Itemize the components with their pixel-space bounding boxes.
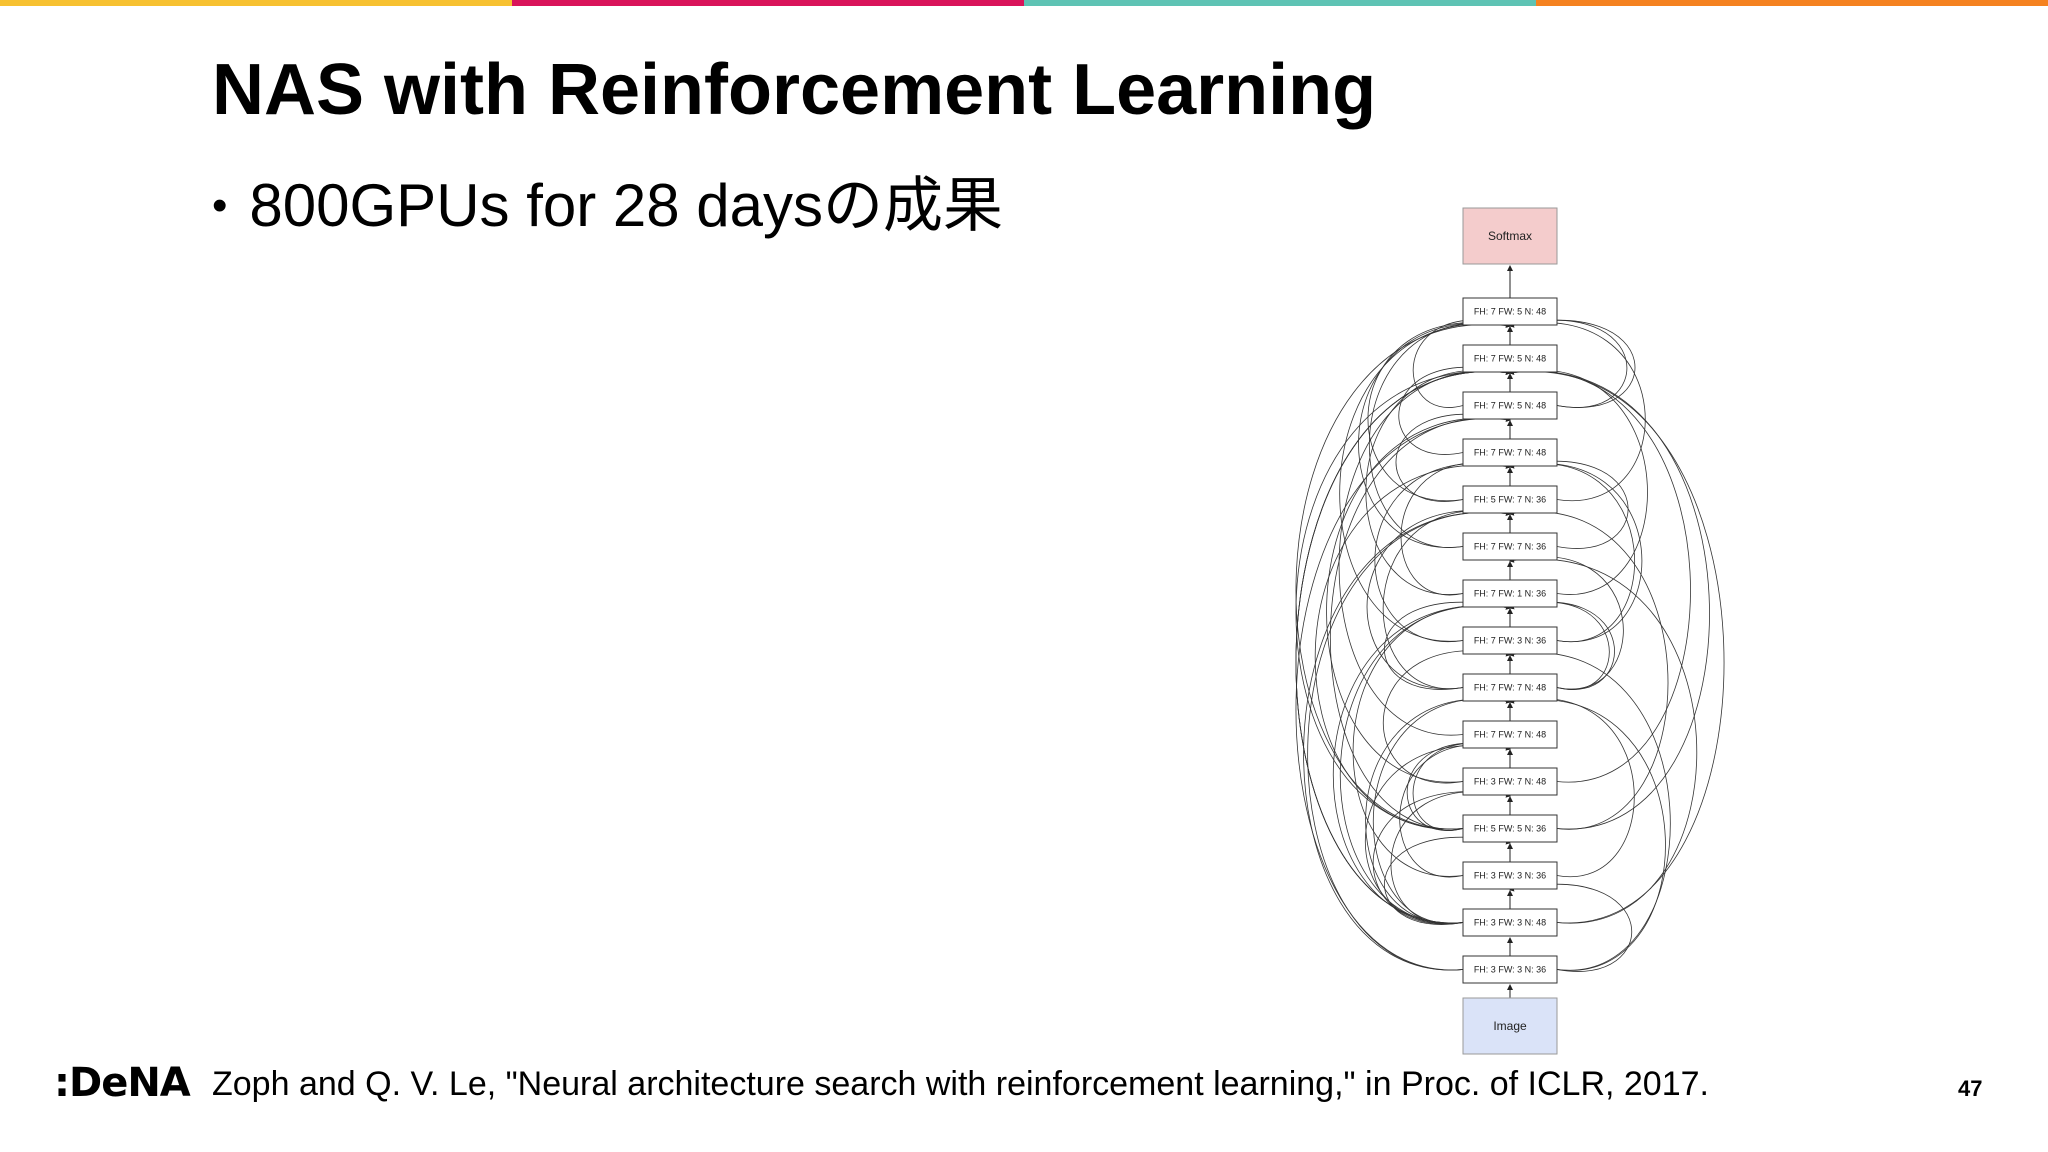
softmax-node	[1462, 207, 1558, 265]
skip-connection-curve	[1400, 462, 1511, 596]
skip-connection-curve	[1314, 464, 1511, 830]
skip-connection-curve	[1372, 791, 1511, 925]
layer-node	[1462, 673, 1558, 702]
layer-label: FH: 7 FW: 7 N: 48	[1474, 683, 1546, 693]
layer-label: FH: 3 FW: 3 N: 36	[1474, 871, 1546, 881]
skip-connection-curve	[1307, 511, 1511, 971]
skip-connection-curve	[1384, 837, 1511, 925]
citation: Zoph and Q. V. Le, "Neural architecture …	[212, 1065, 1709, 1103]
skip-connection-curve	[1384, 602, 1511, 690]
skip-connection-curve	[1509, 558, 1698, 924]
layer-node	[1462, 955, 1558, 984]
top-bar-segment-magenta	[512, 0, 1024, 6]
skip-connection-curve	[1382, 510, 1511, 690]
bullet-text: 800GPUs for 28 daysの成果	[249, 172, 1004, 239]
skip-connection-curve	[1332, 605, 1511, 924]
skip-connection-curve	[1339, 323, 1511, 642]
image-node	[1462, 997, 1558, 1055]
layer-node	[1462, 532, 1558, 561]
page-number: 47	[1958, 1076, 1983, 1101]
skip-connection-curve	[1509, 463, 1635, 643]
image-label: Image	[1493, 1019, 1527, 1033]
layer-label: FH: 7 FW: 7 N: 48	[1474, 730, 1546, 740]
layer-node	[1462, 579, 1558, 608]
skip-connection-curve	[1326, 417, 1511, 783]
skip-connection-curve	[1509, 651, 1671, 971]
skip-connection-curve	[1509, 463, 1643, 643]
slide-title: NAS with Reinforcement Learning	[212, 50, 1377, 130]
layer-node	[1462, 391, 1558, 420]
layer-label: FH: 3 FW: 7 N: 48	[1474, 777, 1546, 787]
layer-node	[1462, 814, 1558, 843]
layer-node	[1462, 438, 1558, 467]
skip-connection-curve	[1509, 370, 1725, 924]
skip-connection-curve	[1295, 370, 1511, 924]
bullet-icon: •	[212, 181, 228, 230]
layer-label: FH: 7 FW: 5 N: 48	[1474, 307, 1546, 317]
skip-connection-curve	[1295, 323, 1511, 830]
layer-node	[1462, 485, 1558, 514]
layer-label: FH: 7 FW: 7 N: 48	[1474, 448, 1546, 458]
layer-label: FH: 7 FW: 5 N: 48	[1474, 401, 1546, 411]
bullet-point: • 800GPUs for 28 daysの成果	[212, 170, 1003, 242]
skip-connection-curve	[1338, 370, 1511, 736]
layer-label: FH: 3 FW: 3 N: 48	[1474, 918, 1546, 928]
layer-label: FH: 3 FW: 3 N: 36	[1474, 965, 1546, 975]
skip-connection-curve	[1382, 650, 1511, 784]
top-bar-segment-teal	[1024, 0, 1536, 6]
layer-label: FH: 7 FW: 7 N: 36	[1474, 542, 1546, 552]
skip-connection-curve	[1509, 370, 1710, 830]
top-bar-segment-orange	[1536, 0, 2048, 6]
skip-connection-curve	[1399, 744, 1511, 878]
layer-node	[1462, 297, 1558, 326]
skip-connection-curve	[1339, 605, 1511, 924]
skip-connection-curve	[1329, 417, 1511, 830]
layer-label: FH: 5 FW: 5 N: 36	[1474, 824, 1546, 834]
layer-label: FH: 7 FW: 3 N: 36	[1474, 636, 1546, 646]
skip-connection-curve	[1509, 370, 1691, 783]
layer-node	[1462, 720, 1558, 749]
layer-node	[1462, 908, 1558, 937]
layer-label: FH: 5 FW: 7 N: 36	[1474, 495, 1546, 505]
layer-node	[1462, 626, 1558, 655]
skip-connection-curve	[1374, 463, 1511, 643]
skip-connection-curve	[1303, 511, 1511, 971]
layer-label: FH: 7 FW: 1 N: 36	[1474, 589, 1546, 599]
skip-connection-curve	[1509, 556, 1624, 690]
top-bar-segment-yellow	[0, 0, 512, 6]
layer-node	[1462, 861, 1558, 890]
layer-node	[1462, 344, 1558, 373]
top-color-bar	[0, 0, 2048, 6]
skip-connection-curve	[1390, 791, 1511, 925]
dena-logo: :DeNA	[54, 1060, 191, 1106]
softmax-label: Softmax	[1488, 229, 1532, 243]
skip-connection-curve	[1509, 698, 1635, 878]
layer-node	[1462, 767, 1558, 796]
skip-connection-curve	[1509, 510, 1669, 830]
layer-label: FH: 7 FW: 5 N: 48	[1474, 354, 1546, 364]
